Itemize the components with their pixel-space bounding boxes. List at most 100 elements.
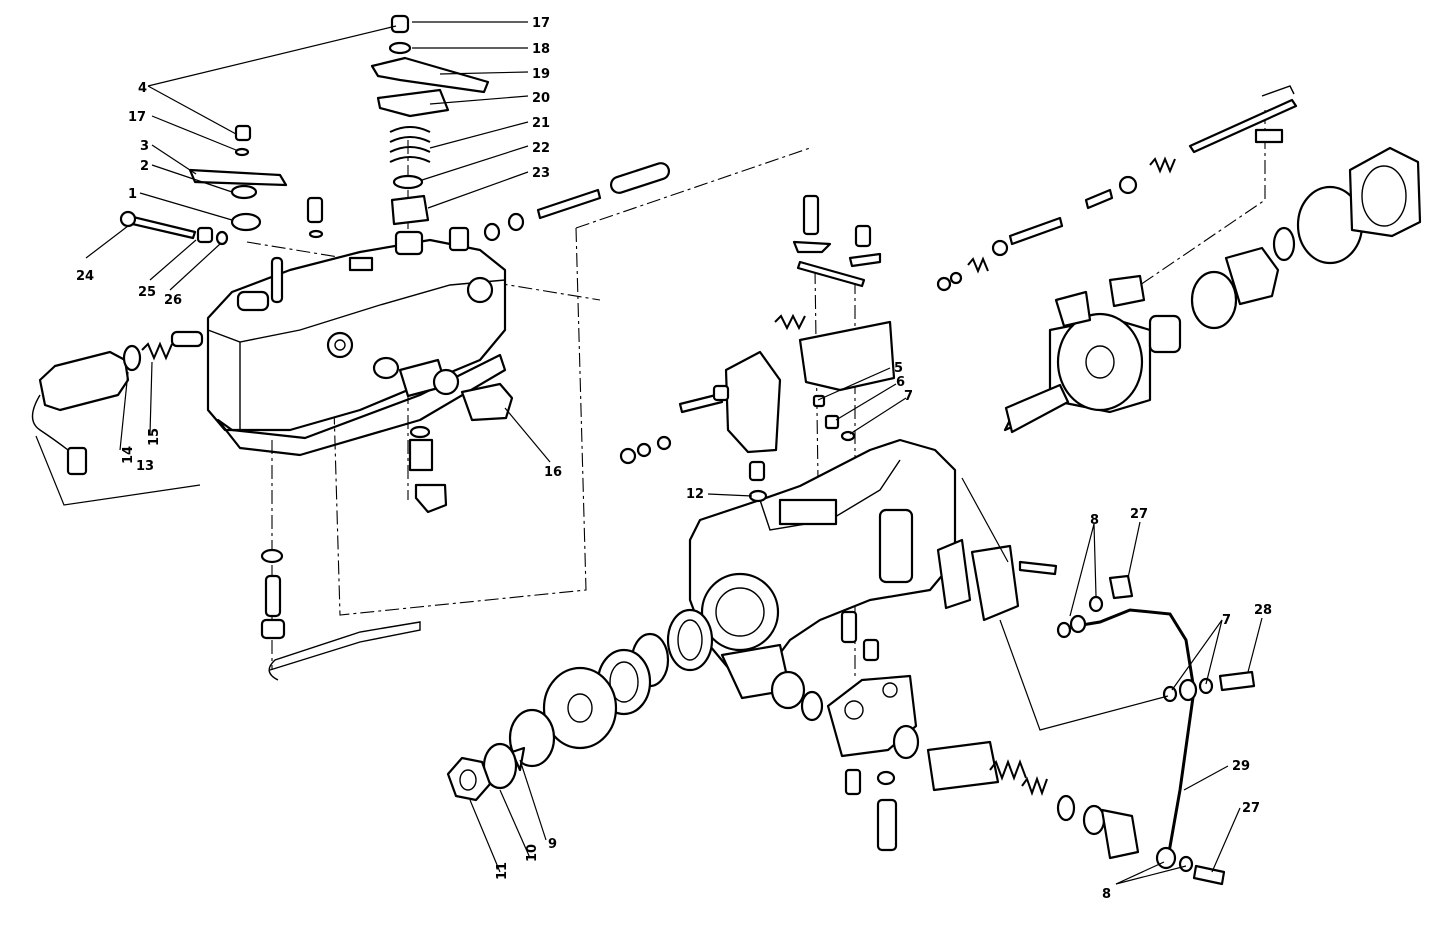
callout-4: 4 [138, 81, 147, 96]
o-ring-14 [122, 344, 142, 372]
fuel-pipe-assembly [1056, 574, 1256, 886]
bushing-1 [230, 212, 262, 232]
rotor-flange [1056, 312, 1144, 412]
callout-27: 27 [1130, 507, 1148, 522]
stop-screw [306, 196, 324, 224]
callout-7: 7 [1222, 613, 1231, 628]
callout-9: 9 [548, 837, 557, 852]
lever-19 [370, 56, 490, 94]
solenoid-connector [66, 446, 88, 476]
governor-cover-assembly [31, 124, 671, 476]
callout-15: 15 [147, 428, 162, 446]
cover-gasket [216, 353, 507, 457]
valve-fitting [876, 798, 898, 852]
seal [666, 608, 714, 672]
callout-16: 16 [544, 465, 562, 480]
nut-4 [234, 124, 252, 142]
o-ring [800, 690, 824, 722]
hydraulic-head-assembly [770, 610, 1140, 860]
stop-solenoid [38, 350, 130, 412]
cover-screw [1018, 560, 1058, 576]
callout-5: 5 [894, 361, 903, 376]
callout-28: 28 [1254, 603, 1272, 618]
plug [770, 670, 806, 710]
port [892, 724, 920, 760]
callout-12: 12 [686, 487, 704, 502]
housing-top-window [778, 498, 838, 526]
cap-23 [390, 194, 430, 226]
weight [1108, 274, 1146, 308]
gasket-plate [936, 538, 972, 610]
callout-7: 7 [904, 389, 913, 404]
control-rod [1188, 98, 1298, 154]
callout-24: 24 [76, 269, 94, 284]
stud [408, 438, 434, 472]
callout-11: 11 [495, 862, 510, 880]
callout-14: 14 [121, 446, 136, 464]
cam-ring [1224, 246, 1280, 306]
cover-bracket [448, 226, 470, 252]
drive-shaft-assembly [936, 85, 1422, 434]
throttle-plate [724, 350, 782, 454]
thrust-washer [542, 666, 618, 750]
washer [372, 356, 400, 380]
washer-26 [215, 230, 229, 246]
valve [264, 574, 282, 618]
spring [967, 256, 989, 274]
callout-26: 26 [164, 293, 182, 308]
cover-tab [348, 256, 374, 272]
rod-spring [1149, 156, 1176, 174]
plunger [170, 330, 204, 348]
cover-boss-top [394, 230, 424, 256]
side-cover [970, 544, 1020, 622]
washer [1190, 270, 1238, 330]
spring [1021, 776, 1048, 796]
callout-8: 8 [1102, 887, 1111, 902]
bolt-28 [1218, 670, 1256, 692]
lever-3 [188, 168, 288, 187]
spring-15 [141, 341, 173, 361]
front-seal-stack [446, 608, 714, 802]
spring-21 [389, 126, 431, 163]
nut-11 [446, 756, 492, 802]
callout-13: 13 [136, 459, 154, 474]
banjo-bolt-16 [460, 382, 514, 422]
end-plug [1100, 808, 1140, 860]
control-rod [268, 621, 421, 681]
nut-17 [390, 14, 410, 34]
drive-spline [1148, 314, 1182, 354]
mounting-bracket [798, 320, 896, 392]
callout-25: 25 [138, 285, 156, 300]
weight [1054, 290, 1092, 328]
spring-washer-2 [230, 184, 258, 200]
rotor-shaft [1004, 383, 1070, 434]
nut-25 [196, 226, 214, 244]
callout-8: 8 [1090, 513, 1099, 528]
bleed-screw [840, 610, 858, 644]
callout-23: 23 [532, 166, 550, 181]
plate-20 [376, 88, 450, 118]
washer-18 [388, 41, 412, 55]
adjuster-stud [802, 194, 820, 236]
cover-pin [270, 256, 284, 304]
strap [796, 260, 866, 288]
callout-17: 17 [128, 110, 146, 125]
banjo-bolt-27 [1108, 574, 1134, 600]
washer [432, 368, 460, 396]
rod-bracket [1254, 128, 1284, 144]
callout-17: 17 [532, 16, 550, 31]
callout-10: 10 [525, 844, 540, 862]
leader-lines [35, 21, 1263, 885]
callout-labels: 4 17 3 2 1 17 18 19 20 21 22 23 24 25 26… [76, 16, 1272, 902]
o-ring [260, 548, 284, 564]
washer-17 [234, 147, 250, 157]
callout-3: 3 [140, 139, 149, 154]
callout-21: 21 [532, 116, 550, 131]
callout-1: 1 [128, 187, 137, 202]
screw [854, 224, 872, 248]
callout-6: 6 [896, 375, 905, 390]
housing-side-port [878, 508, 914, 584]
callout-19: 19 [532, 67, 550, 82]
threaded-rod [536, 188, 602, 220]
